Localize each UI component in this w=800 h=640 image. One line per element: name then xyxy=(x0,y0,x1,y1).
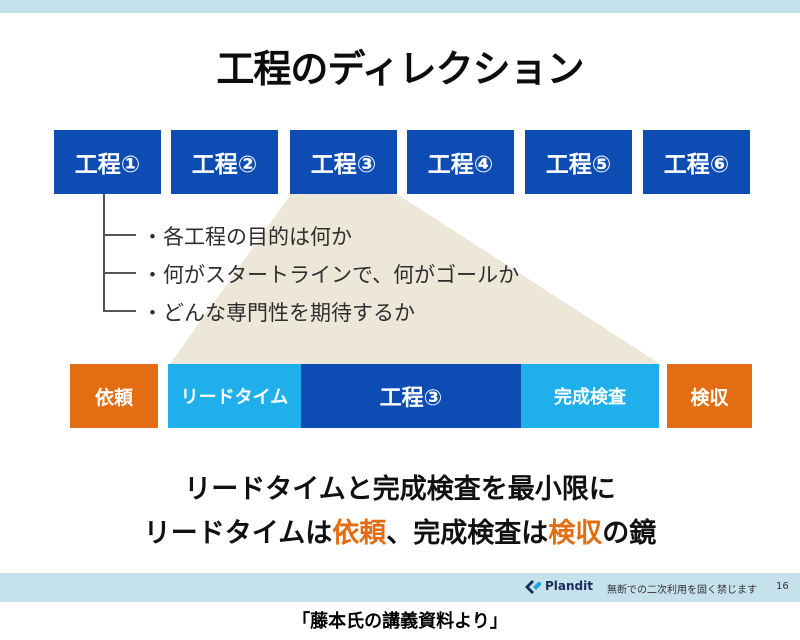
page-number: 16 xyxy=(776,581,789,592)
step-2: 工程② xyxy=(171,130,278,194)
request-box: 依頼 xyxy=(70,364,158,428)
summary-highlight-request: 依頼 xyxy=(332,518,387,549)
summary-line-2: リードタイムは依頼、完成検査は検収の鏡 xyxy=(0,511,800,550)
footer-brand: Plandit xyxy=(545,579,593,593)
summary-highlight-acceptance: 検収 xyxy=(548,518,603,549)
question-expertise: ・どんな専門性を期待するか xyxy=(142,301,415,325)
footer-band: Plandit 無断での二次利用を固く禁じます 16 xyxy=(0,573,800,602)
source-caption: 「藤本氏の講義資料より」 xyxy=(292,611,508,632)
top-band xyxy=(0,0,800,13)
tree-branch xyxy=(103,272,136,274)
plandit-logo-icon xyxy=(525,580,541,594)
tree-branch xyxy=(103,310,136,312)
slide: 工程のディレクション 工程① 工程② 工程③ 工程④ 工程⑤ 工程⑥ ・各工程の… xyxy=(0,0,800,602)
question-tree: ・各工程の目的は何か ・何がスタートラインで、何がゴールか ・どんな専門性を期待… xyxy=(103,194,520,325)
summary-line-1: リードタイムと完成検査を最小限に xyxy=(184,474,616,505)
summary-text: リードタイムは xyxy=(143,518,333,549)
question-start-goal: ・何がスタートラインで、何がゴールか xyxy=(142,263,520,287)
summary-text: 、完成検査は xyxy=(386,518,549,549)
summary-text: の鏡 xyxy=(602,518,657,549)
process-box: 工程③ xyxy=(301,364,521,428)
tree-connector xyxy=(103,194,105,312)
copyright-notice: 無断での二次利用を固く禁じます xyxy=(607,585,757,596)
step-3: 工程③ xyxy=(290,130,397,194)
acceptance-box: 検収 xyxy=(667,364,752,428)
question-purpose: ・各工程の目的は何か xyxy=(142,225,352,249)
step-4: 工程④ xyxy=(407,130,514,194)
step-6: 工程⑥ xyxy=(643,130,750,194)
tree-branch xyxy=(103,234,136,236)
inspection-box: 完成検査 xyxy=(521,364,659,428)
slide-title: 工程のディレクション xyxy=(216,47,584,91)
step-1: 工程① xyxy=(54,130,161,194)
zoom-trapezoid xyxy=(170,194,660,364)
lead-time-box: リードタイム xyxy=(168,364,301,428)
process-steps: 工程① 工程② 工程③ 工程④ 工程⑤ 工程⑥ xyxy=(54,130,762,194)
step-5: 工程⑤ xyxy=(525,130,632,194)
